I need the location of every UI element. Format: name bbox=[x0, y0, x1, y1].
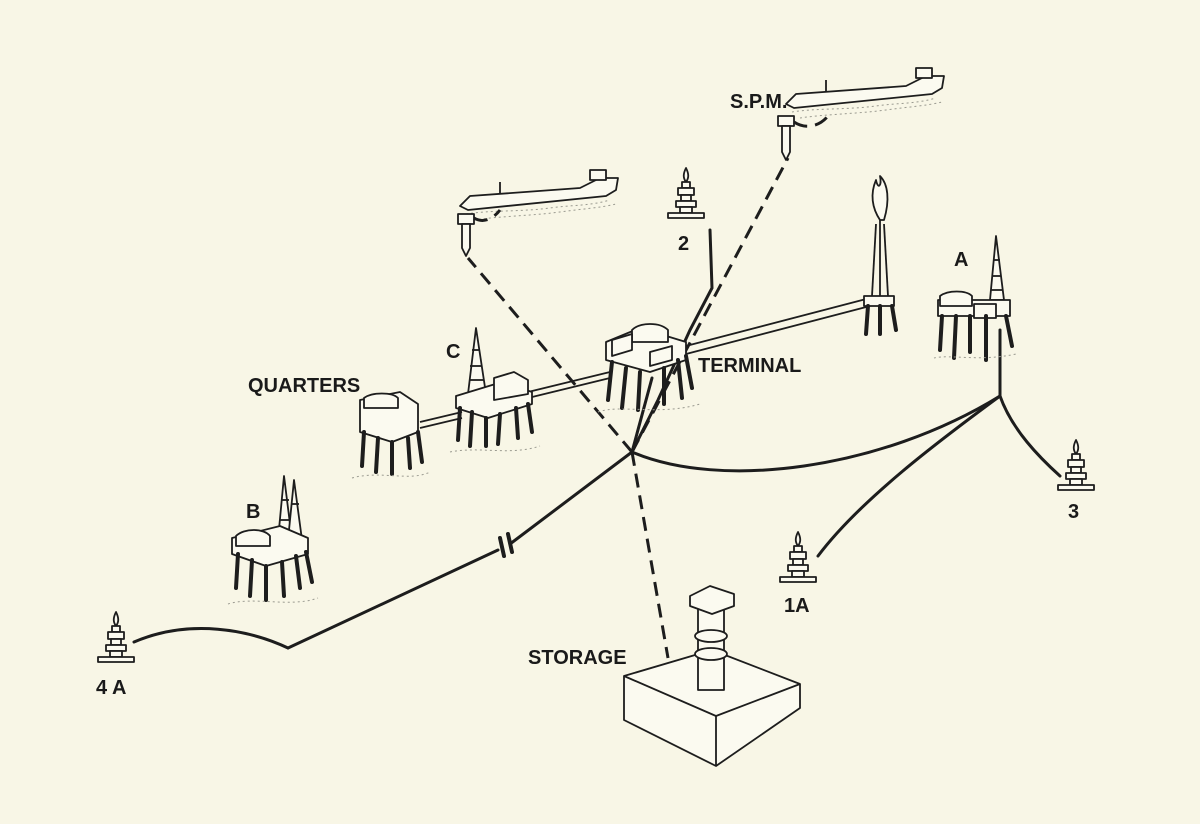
label-storage: STORAGE bbox=[528, 647, 627, 669]
terminal-platform bbox=[597, 323, 701, 413]
label-spm: S.P.M. bbox=[730, 91, 787, 113]
label-well-2: 2 bbox=[678, 233, 689, 255]
wellhead-1a-icon bbox=[779, 531, 817, 583]
quarters-platform bbox=[351, 391, 431, 479]
label-well-1a: 1A bbox=[784, 595, 810, 617]
label-platform-b: B bbox=[246, 501, 260, 523]
wellhead-4a-icon bbox=[97, 611, 135, 663]
spm-buoy bbox=[777, 114, 830, 161]
flare-stack bbox=[863, 175, 898, 336]
label-platform-a: A bbox=[954, 249, 968, 271]
platform-a bbox=[933, 235, 1017, 362]
tanker-left bbox=[459, 169, 619, 221]
label-platform-c: C bbox=[446, 341, 460, 363]
label-well-4a: 4 A bbox=[96, 677, 126, 699]
platform-b bbox=[227, 475, 319, 605]
label-quarters: QUARTERS bbox=[248, 375, 360, 397]
wellhead-3-icon bbox=[1057, 439, 1095, 491]
label-well-3: 3 bbox=[1068, 501, 1079, 523]
label-terminal: TERMINAL bbox=[698, 355, 801, 377]
wellhead-2-icon bbox=[667, 167, 705, 219]
tanker-spm bbox=[785, 67, 945, 119]
storage-tank bbox=[623, 585, 801, 767]
pipelines bbox=[132, 156, 1062, 660]
platform-c bbox=[449, 327, 541, 453]
mooring-buoy-left bbox=[457, 209, 502, 257]
